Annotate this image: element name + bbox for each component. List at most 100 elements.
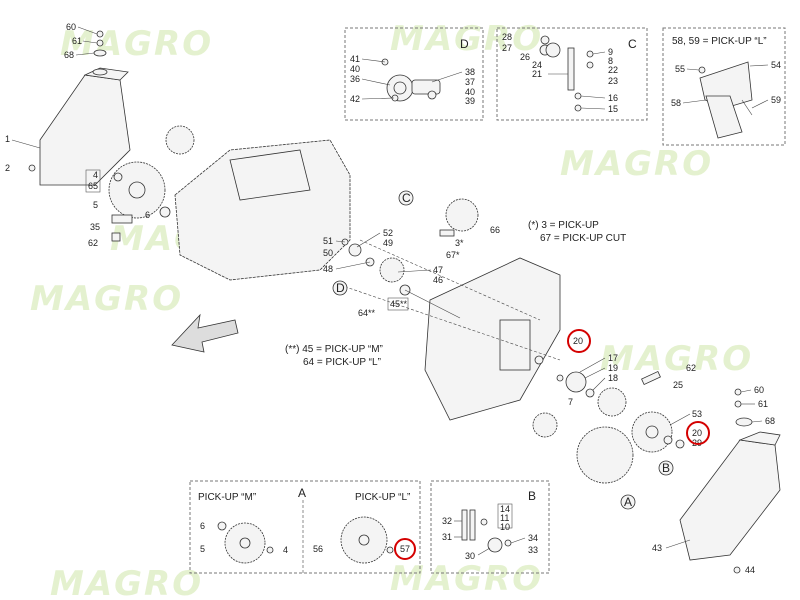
watermark: MAGRO <box>560 144 713 184</box>
watermark: MAGRO <box>30 279 183 319</box>
part-label: 25 <box>673 380 683 390</box>
box-b-label: 33 <box>528 545 538 555</box>
middle-parts: 51 52 50 49 48 47 46 45** 64** 3* 67* 66 <box>323 198 500 319</box>
part-label: 5 <box>93 200 98 210</box>
right-drive-group: 17 19 18 7 62 25 53 29 <box>532 353 702 484</box>
detail-box-b: B 14 11 10 32 31 30 34 33 <box>430 480 550 574</box>
box-c-label: 15 <box>608 104 618 114</box>
part-label: 67* <box>446 250 460 260</box>
box-d-title: D <box>460 37 469 51</box>
watermark: MAGRO <box>60 24 213 64</box>
part-label: 49 <box>383 238 393 248</box>
part-label: 52 <box>383 228 393 238</box>
box-b-label: 32 <box>442 516 452 526</box>
box-d-label: 39 <box>465 96 475 106</box>
box-d-label: 42 <box>350 94 360 104</box>
box-b-label: 34 <box>528 533 538 543</box>
main-frame <box>174 139 561 421</box>
part-label: 53 <box>692 409 702 419</box>
part-label: 68 <box>64 50 74 60</box>
callout-markers: C D A B <box>332 190 674 510</box>
box-c-label: 16 <box>608 93 618 103</box>
box-c-title: C <box>628 37 637 51</box>
box-c-label: 22 <box>608 65 618 75</box>
box-c-label: 26 <box>520 52 530 62</box>
highlight-20-top: 20 <box>567 329 591 353</box>
box-c-label: 9 <box>608 47 613 57</box>
watermark: MAGRO <box>600 339 753 379</box>
part-label: 4 <box>93 170 98 180</box>
part-label: 65 <box>88 181 98 191</box>
box-d-label: 40 <box>350 64 360 74</box>
box-b-label: 31 <box>442 532 452 542</box>
box-d-label: 36 <box>350 74 360 84</box>
callout-letter: C <box>402 191 411 205</box>
part-label: 2 <box>5 163 10 173</box>
part-label: 43 <box>652 543 662 553</box>
detail-box-d: D 41 40 36 38 37 40 39 42 <box>344 27 484 121</box>
callout-letter: A <box>624 495 632 509</box>
box-a-label: 56 <box>313 544 323 554</box>
box-a-label: 6 <box>200 521 205 531</box>
note-text: 64 = PICK-UP “L” <box>303 357 381 368</box>
highlight-20-right: 20 <box>686 421 710 445</box>
part-label: 48 <box>323 264 333 274</box>
box-l-label: 59 <box>771 95 781 105</box>
box-a-left-title: PICK-UP “M” <box>198 492 256 503</box>
part-label: 66 <box>490 225 500 235</box>
box-b-title: B <box>528 489 536 503</box>
left-sprocket-group: 4 65 5 6 35 62 <box>85 125 195 248</box>
box-a-title: A <box>298 486 306 500</box>
note-text: (**) 45 = PICK-UP “M” <box>285 344 383 355</box>
direction-arrow-icon <box>171 313 239 353</box>
box-d-label: 38 <box>465 67 475 77</box>
part-label: 62 <box>686 363 696 373</box>
detail-box-a: A PICK-UP “M” PICK-UP “L” 6 5 4 56 57 <box>189 480 421 574</box>
box-a-label: 5 <box>200 544 205 554</box>
part-label: 20 <box>692 428 702 438</box>
box-c-label: 28 <box>502 32 512 42</box>
box-l-title: 58, 59 = PICK-UP “L” <box>672 36 767 47</box>
box-l-label: 58 <box>671 98 681 108</box>
part-label: 44 <box>745 565 755 575</box>
box-l-label: 55 <box>675 64 685 74</box>
note-text: 67 = PICK-UP CUT <box>540 233 626 244</box>
part-label: 60 <box>754 385 764 395</box>
part-label: 61 <box>72 36 82 46</box>
part-label: 6 <box>145 210 150 220</box>
right-cover: 60 61 68 43 44 <box>652 385 781 575</box>
box-b-label: 14 <box>500 504 510 514</box>
box-d-label: 41 <box>350 54 360 64</box>
part-label: 68 <box>765 416 775 426</box>
part-label: 18 <box>608 373 618 383</box>
box-a-label: 4 <box>283 545 288 555</box>
part-label: 64** <box>358 308 376 318</box>
box-c-label: 24 <box>532 60 542 70</box>
note-text: (*) 3 = PICK-UP <box>528 220 599 231</box>
part-label: 19 <box>608 363 618 373</box>
detail-box-c: C 28 27 26 24 21 9 8 22 23 16 15 <box>496 27 648 121</box>
part-label: 7 <box>568 397 573 407</box>
part-label: 47 <box>433 265 443 275</box>
box-c-label: 23 <box>608 76 618 86</box>
box-c-label: 8 <box>608 56 613 66</box>
box-d-label: 40 <box>465 87 475 97</box>
box-d-label: 37 <box>465 77 475 87</box>
watermark: MAGRO <box>390 19 543 59</box>
box-b-label: 11 <box>500 513 509 523</box>
part-label: 17 <box>608 353 618 363</box>
part-label: 46 <box>433 275 443 285</box>
part-label: 62 <box>88 238 98 248</box>
part-label: 51 <box>323 236 333 246</box>
part-label: 1 <box>5 134 10 144</box>
part-label: 50 <box>323 248 333 258</box>
part-label: 3* <box>455 238 464 248</box>
part-label: 60 <box>66 22 76 32</box>
box-l-label: 54 <box>771 60 781 70</box>
box-a-label: 57 <box>400 544 410 554</box>
detail-box-pickup-l: 58, 59 = PICK-UP “L” 55 54 58 59 <box>662 27 786 146</box>
box-b-label: 10 <box>500 522 510 532</box>
part-label: 45** <box>390 299 408 309</box>
part-label: 61 <box>758 399 768 409</box>
